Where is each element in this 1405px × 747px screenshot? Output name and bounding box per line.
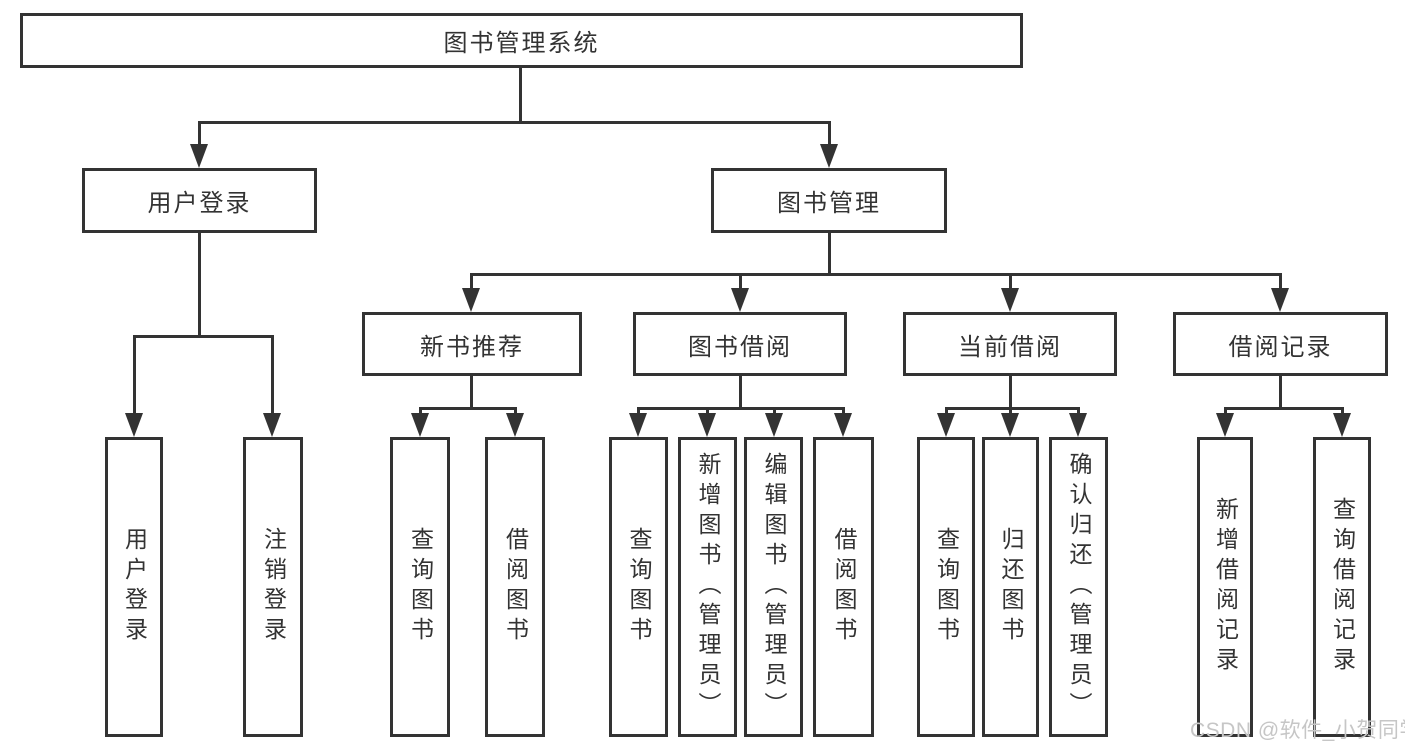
- arrow-into-leaf: [1069, 413, 1087, 437]
- connector-stub: [945, 407, 948, 416]
- arrow-into-leaf: [629, 413, 647, 437]
- connector-new-book-bar: [419, 407, 517, 410]
- leaf-add-books-admin-label: 新增图书（管理员）: [695, 452, 721, 722]
- connector-stub: [1224, 407, 1227, 416]
- connector-stub: [1341, 407, 1344, 416]
- arrow-into-book-management: [820, 144, 838, 168]
- connector-user-login-stem: [198, 233, 201, 337]
- connector-borrow-records-stem: [1279, 374, 1282, 409]
- leaf-confirm-return-admin: 确认归还（管理员）: [1049, 437, 1108, 737]
- leaf-edit-books-admin-label: 编辑图书（管理员）: [761, 452, 787, 722]
- connector-level2-bar: [198, 121, 831, 124]
- arrow-into-logout-leaf: [263, 413, 281, 437]
- leaf-return-books-label: 归还图书: [998, 527, 1024, 647]
- leaf-edit-books-admin: 编辑图书（管理员）: [744, 437, 803, 737]
- connector-drop-book-borrow: [739, 273, 742, 291]
- leaf-return-books: 归还图书: [982, 437, 1039, 737]
- node-borrow-records: 借阅记录: [1173, 312, 1388, 376]
- node-library-system: 图书管理系统: [20, 13, 1023, 68]
- node-user-login: 用户登录: [82, 168, 317, 233]
- leaf-add-borrow-record-label: 新增借阅记录: [1212, 497, 1239, 677]
- connector-drop-borrow-records: [1279, 273, 1282, 291]
- arrow-into-leaf: [937, 413, 955, 437]
- leaf-borrow-books-2-label: 借阅图书: [831, 527, 857, 647]
- connector-current-borrow-bar: [945, 407, 1079, 410]
- connector-stub: [706, 407, 709, 416]
- connector-drop-new-book: [470, 273, 473, 291]
- connector-stub: [842, 407, 845, 416]
- node-borrow-records-label: 借阅记录: [1228, 333, 1333, 361]
- leaf-borrow-books-1-label: 借阅图书: [502, 527, 529, 647]
- connector-stub: [1009, 407, 1012, 416]
- connector-new-book-stem: [470, 376, 473, 409]
- connector-book-management-stem: [828, 233, 831, 276]
- arrow-into-leaf: [698, 413, 716, 437]
- arrow-into-borrow-records: [1271, 288, 1289, 312]
- arrow-into-new-book: [462, 288, 480, 312]
- node-current-borrow-label: 当前借阅: [958, 333, 1062, 361]
- node-new-book-recommend: 新书推荐: [362, 312, 582, 376]
- node-current-borrow: 当前借阅: [903, 312, 1117, 376]
- leaf-borrow-books-2: 借阅图书: [813, 437, 874, 737]
- leaf-add-books-admin: 新增图书（管理员）: [678, 437, 737, 737]
- arrow-into-user-login: [190, 144, 208, 168]
- leaf-user-login: 用户登录: [105, 437, 163, 737]
- connector-user-login-bar: [133, 335, 274, 338]
- arrow-into-leaf: [765, 413, 783, 437]
- connector-stub: [419, 407, 422, 416]
- arrow-into-leaf: [1333, 413, 1351, 437]
- connector-current-borrow-stem: [1009, 375, 1012, 409]
- leaf-query-books-3-label: 查询图书: [933, 527, 960, 647]
- connector-drop-user-login: [198, 121, 201, 151]
- leaf-query-books-3: 查询图书: [917, 437, 975, 737]
- leaf-add-borrow-record: 新增借阅记录: [1197, 437, 1253, 737]
- connector-arm-login-leaf: [133, 335, 136, 417]
- connector-level3-bar: [470, 273, 1282, 276]
- node-library-system-label: 图书管理系统: [443, 30, 600, 57]
- connector-stub: [1077, 407, 1080, 416]
- connector-stub: [773, 407, 776, 416]
- arrow-into-leaf: [1216, 413, 1234, 437]
- leaf-query-books-2-label: 查询图书: [626, 527, 652, 647]
- node-book-management-label: 图书管理: [777, 190, 881, 217]
- arrow-into-leaf: [834, 413, 852, 437]
- leaf-logout: 注销登录: [243, 437, 303, 737]
- leaf-query-borrow-record: 查询借阅记录: [1313, 437, 1371, 737]
- connector-arm-logout-leaf: [271, 335, 274, 417]
- csdn-watermark: CSDN @软件_小贺同学: [1190, 719, 1405, 742]
- node-new-book-recommend-label: 新书推荐: [420, 333, 524, 361]
- arrow-into-leaf: [1001, 413, 1019, 437]
- connector-book-borrow-stem: [739, 376, 742, 409]
- leaf-user-login-label: 用户登录: [121, 527, 148, 647]
- node-book-borrow: 图书借阅: [633, 312, 847, 376]
- node-book-management: 图书管理: [711, 168, 947, 233]
- connector-drop-book-management: [828, 121, 831, 151]
- connector-stub: [514, 407, 517, 416]
- node-book-borrow-label: 图书借阅: [688, 333, 792, 361]
- leaf-confirm-return-admin-label: 确认归还（管理员）: [1066, 452, 1092, 722]
- connector-stub: [637, 407, 640, 416]
- connector-drop-current-borrow: [1009, 273, 1012, 291]
- arrow-into-current-borrow: [1001, 288, 1019, 312]
- leaf-borrow-books-1: 借阅图书: [485, 437, 545, 737]
- arrow-into-book-borrow: [731, 288, 749, 312]
- arrow-into-leaf: [506, 413, 524, 437]
- leaf-query-books-1-label: 查询图书: [407, 527, 434, 647]
- leaf-query-books-1: 查询图书: [390, 437, 450, 737]
- arrow-into-login-leaf: [125, 413, 143, 437]
- leaf-query-books-2: 查询图书: [609, 437, 668, 737]
- connector-book-borrow-bar: [637, 407, 845, 410]
- node-user-login-label: 用户登录: [147, 190, 252, 217]
- arrow-into-leaf: [411, 413, 429, 437]
- leaf-query-borrow-record-label: 查询借阅记录: [1329, 497, 1356, 677]
- connector-root-stem: [519, 68, 522, 123]
- connector-borrow-records-bar: [1224, 407, 1344, 410]
- leaf-logout-label: 注销登录: [260, 527, 287, 647]
